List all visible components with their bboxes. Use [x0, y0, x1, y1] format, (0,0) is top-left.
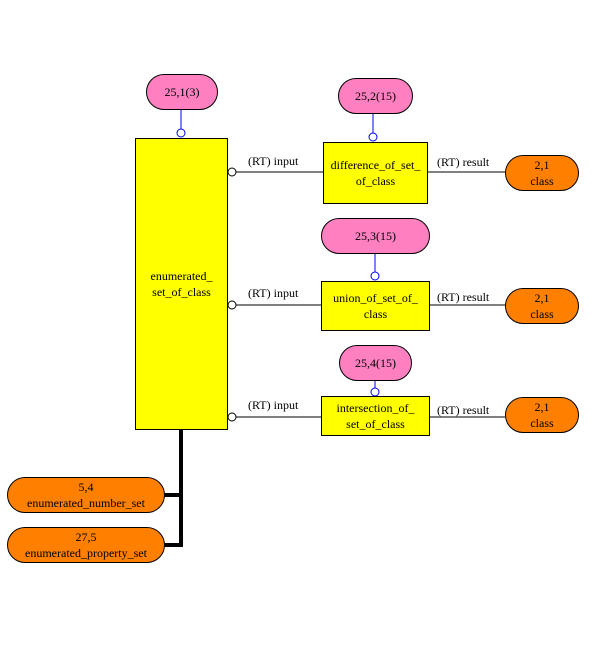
func1-result-ref: 2,1	[534, 158, 550, 172]
func1-result-label: (RT) result	[437, 155, 490, 169]
func1-result-pill[interactable]: 2,1 class	[505, 155, 579, 191]
func1-line1: difference_of_set_	[330, 158, 421, 172]
main-entity-box[interactable]: enumerated_ set_of_class	[135, 138, 228, 430]
func3-result-name: class	[530, 416, 554, 430]
func2-input-circle	[227, 300, 237, 310]
func2-result-label: (RT) result	[437, 290, 490, 304]
difference-of-set-of-class-box[interactable]: difference_of_set_ of_class	[323, 142, 428, 204]
main-entity-line2: set_of_class	[152, 285, 211, 299]
func1-ref-circle	[368, 132, 378, 142]
func3-input-circle	[227, 412, 237, 422]
intersection-of-set-of-class-box[interactable]: intersection_of_ set_of_class	[321, 396, 430, 436]
func2-line2: class	[363, 307, 388, 321]
func2-ref-circle	[370, 271, 380, 281]
subtype1-name: enumerated_number_set	[27, 496, 145, 510]
main-ref-circle	[176, 128, 186, 138]
func3-ref-circle	[370, 387, 380, 397]
union-of-set-of-class-box[interactable]: union_of_set_of_ class	[321, 281, 430, 331]
func1-ref-text: 25,2(15)	[355, 89, 396, 103]
func1-line2: of_class	[355, 174, 396, 188]
func2-result-name: class	[530, 307, 554, 321]
func2-ref-text: 25,3(15)	[355, 229, 396, 243]
subtype1-ref: 5,4	[78, 480, 94, 494]
func3-line2: set_of_class	[346, 417, 405, 431]
main-ref-pill[interactable]: 25,1(3)	[146, 74, 218, 110]
subtype-enumerated-number-set[interactable]: 5,4 enumerated_number_set	[7, 477, 165, 513]
func3-ref-pill[interactable]: 25,4(15)	[339, 345, 412, 381]
func2-input-label: (RT) input	[248, 286, 299, 300]
main-ref-text: 25,1(3)	[164, 85, 200, 99]
func1-result-name: class	[530, 174, 554, 188]
func2-ref-pill[interactable]: 25,3(15)	[321, 218, 430, 254]
func3-result-label: (RT) result	[437, 403, 490, 417]
func3-line1: intersection_of_	[336, 401, 415, 415]
subtype-enumerated-property-set[interactable]: 27,5 enumerated_property_set	[7, 527, 165, 563]
func1-ref-pill[interactable]: 25,2(15)	[338, 78, 413, 114]
subtype2-name: enumerated_property_set	[25, 546, 147, 560]
func2-result-ref: 2,1	[534, 291, 550, 305]
func3-result-pill[interactable]: 2,1 class	[505, 397, 579, 433]
func3-ref-text: 25,4(15)	[355, 356, 396, 370]
func1-input-circle	[227, 167, 237, 177]
func3-input-label: (RT) input	[248, 398, 299, 412]
subtype2-ref: 27,5	[75, 530, 97, 544]
func2-line1: union_of_set_of_	[333, 291, 418, 305]
main-entity-line1: enumerated_	[150, 269, 213, 283]
func1-input-label: (RT) input	[248, 154, 299, 168]
func3-result-ref: 2,1	[534, 400, 550, 414]
func2-result-pill[interactable]: 2,1 class	[505, 288, 579, 324]
